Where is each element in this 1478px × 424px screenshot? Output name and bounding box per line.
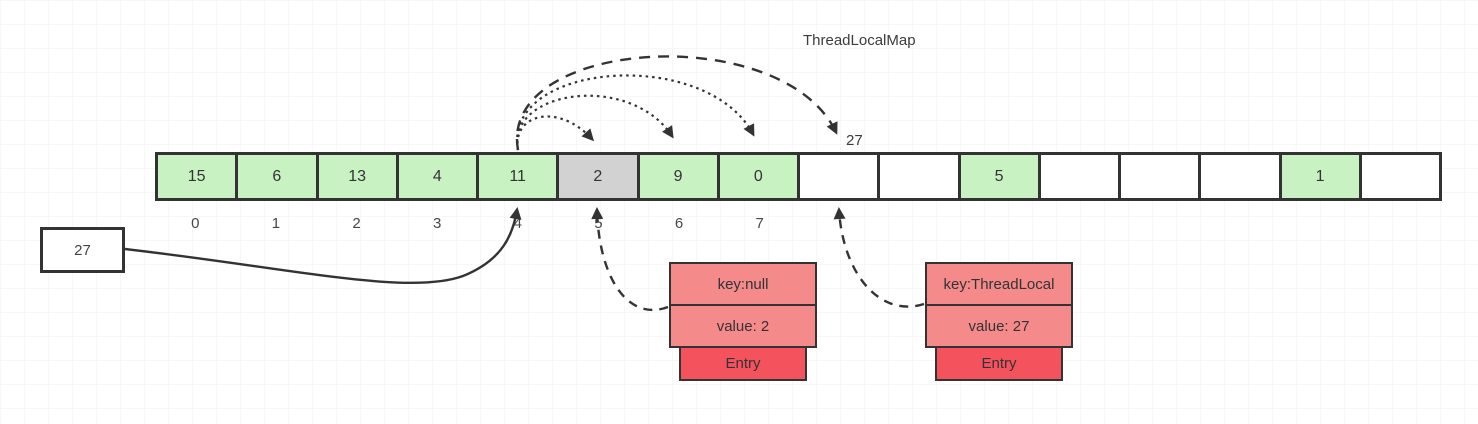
array-cell-12	[1121, 155, 1202, 198]
entry-null-footer: Entry	[679, 346, 807, 381]
array-cell-9	[880, 155, 961, 198]
index-label-2: 2	[352, 215, 361, 232]
hash-array: 15 6 13 4 11 2 9 0 5 1	[155, 152, 1442, 201]
value-27-box: 27	[40, 227, 125, 273]
index-label-4: 4	[513, 215, 522, 232]
array-cell-7: 0	[719, 155, 800, 198]
index-label-1: 1	[271, 215, 281, 232]
array-cell-11	[1040, 155, 1121, 198]
array-cell-15	[1361, 155, 1439, 198]
array-cell-4: 11	[479, 155, 560, 198]
dashed-entrythreadlocal-to-cell8	[833, 207, 925, 308]
index-label-6: 6	[674, 215, 684, 232]
entry-threadlocal-key-row: key:ThreadLocal	[925, 262, 1073, 306]
array-cell-8	[800, 155, 881, 198]
array-cell-6: 9	[639, 155, 720, 198]
probe-arc-cell4-to-cell5	[516, 115, 595, 151]
probe-arc-cell4-to-cell7	[516, 74, 755, 151]
index-label-3: 3	[433, 215, 442, 232]
entry-stack-threadlocal: key:ThreadLocal value: 27 Entry	[925, 262, 1073, 381]
value-27-label: 27	[74, 241, 91, 259]
probe-arc-cell4-to-cell6	[516, 94, 674, 151]
entry-stack-null: key:null value: 2 Entry	[669, 262, 817, 381]
probe-arc-cell4-to-cell8	[515, 55, 838, 151]
array-cell-3: 4	[398, 155, 479, 198]
index-label-7: 7	[755, 215, 764, 232]
array-cell-13	[1201, 155, 1282, 198]
diagram-title: ThreadLocalMap	[803, 32, 916, 49]
index-label-5: 5	[594, 215, 603, 232]
array-cell-1: 6	[238, 155, 319, 198]
array-cell-14: 1	[1281, 155, 1362, 198]
array-cell-5: 2	[559, 155, 640, 198]
entry-null-key-row: key:null	[669, 262, 817, 306]
probe-target-label: 27	[846, 132, 863, 149]
entry-threadlocal-footer: Entry	[935, 346, 1063, 381]
entry-null-value-row: value: 2	[669, 304, 817, 348]
array-cell-0: 15	[158, 155, 239, 198]
array-cell-2: 13	[318, 155, 399, 198]
array-cell-10: 5	[960, 155, 1041, 198]
index-label-0: 0	[191, 215, 200, 232]
index-labels: 0 1 2 3 4 5 6 7	[155, 215, 800, 235]
entry-threadlocal-value-row: value: 27	[925, 304, 1073, 348]
